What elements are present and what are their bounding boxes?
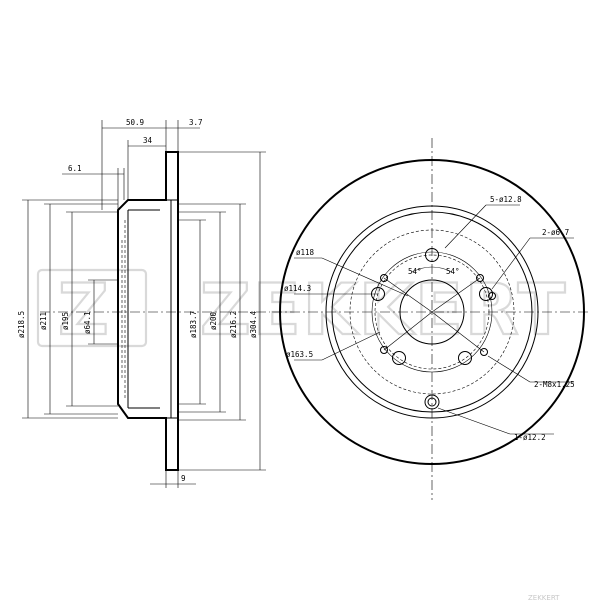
front-view: 5-ø12.8 2-ø6.7 ø118 ø114.3 ø163.5 2-M8x1… [272,138,590,500]
disc-friction-inner [325,205,539,419]
label-pcd-163: ø163.5 [286,350,313,359]
bottom-dimension: 9 [150,470,196,488]
dim-offset: 6.1 [68,164,82,173]
label-holes-6-7: 2-ø6.7 [542,228,569,237]
watermark-logo-z: Z [58,269,111,351]
disc-hat-circle [331,211,533,413]
hat-hidden-lines [121,220,126,398]
dim-thickness: 9 [181,474,186,483]
diameter-dimensions: ø218.5 ø211 ø195 ø64.1 ø183.7 ø200 ø216.… [17,151,266,471]
side-view: 50.9 3.7 34 6.1 9 [17,118,270,488]
label-thread: 2-M8x1.25 [534,380,575,389]
dim-flange: 3.7 [189,118,203,127]
label-hole-12-2: 1-ø12.2 [514,433,546,442]
rotor-inner-section [127,200,172,418]
lower-hole-inner [427,397,437,407]
dim-d-183: ø183.7 [189,311,198,338]
rotor-section-outline [117,151,179,471]
watermark-logo-box [36,268,148,348]
disc-outer-circle [279,159,585,465]
dim-d-200: ø200 [209,311,218,330]
dim-d-216: ø216.2 [229,311,238,338]
dim-d-64: ø64.1 [83,311,92,334]
rotor-flange-bottom [165,417,179,471]
angle-lines [383,266,485,353]
label-bore-118: ø118 [296,248,315,257]
label-angle-left: 54° [408,267,422,276]
label-angle-right: 54° [446,267,460,276]
rotor-flange-top [165,151,179,201]
bore-circle [399,279,465,345]
dim-top-width: 50.9 [126,118,144,127]
watermark-corner: ZEKKERT [528,594,560,602]
top-dimensions: 50.9 3.7 34 6.1 [62,118,203,210]
leaders [294,204,574,435]
hub-circle [371,251,493,373]
label-holes-12-8: 5-ø12.8 [490,195,522,204]
bolt-holes [371,248,493,365]
outer-pcd-circle [349,229,515,395]
dim-d-304: ø304.4 [249,310,258,338]
dim-d-outer: ø218.5 [17,311,26,338]
pcd-circle [374,254,490,370]
dim-hat-depth: 34 [143,136,153,145]
dim-d-195: ø195 [61,312,70,330]
label-pcd-114: ø114.3 [284,284,311,293]
dim-d-211: ø211 [39,312,48,330]
small-holes [380,274,496,356]
lower-hole [424,394,440,410]
